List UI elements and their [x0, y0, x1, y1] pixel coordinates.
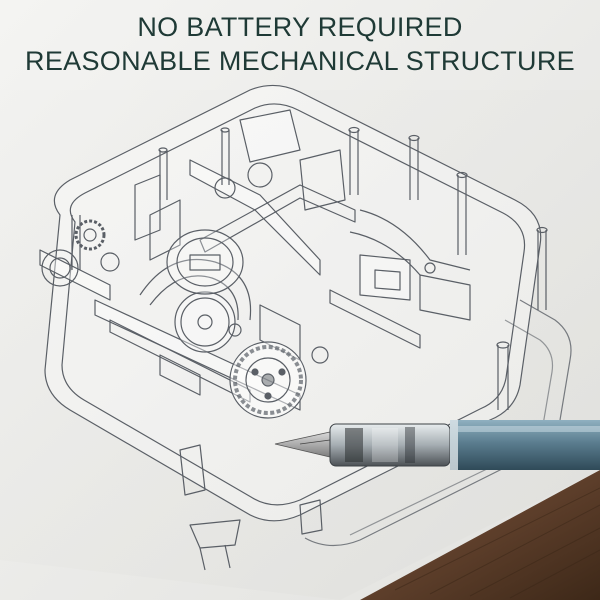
- transparent-case: [39, 84, 572, 571]
- headline: NO BATTERY REQUIRED REASONABLE MECHANICA…: [0, 10, 600, 78]
- fountain-pen: [274, 420, 600, 470]
- large-gear: [229, 341, 307, 419]
- upper-gear: [166, 229, 244, 295]
- wood-desk: [360, 470, 600, 600]
- middle-gear: [174, 291, 236, 353]
- headline-line-2: REASONABLE MECHANICAL STRUCTURE: [25, 46, 575, 76]
- small-gear: [74, 219, 106, 251]
- headline-line-1: NO BATTERY REQUIRED: [137, 12, 463, 42]
